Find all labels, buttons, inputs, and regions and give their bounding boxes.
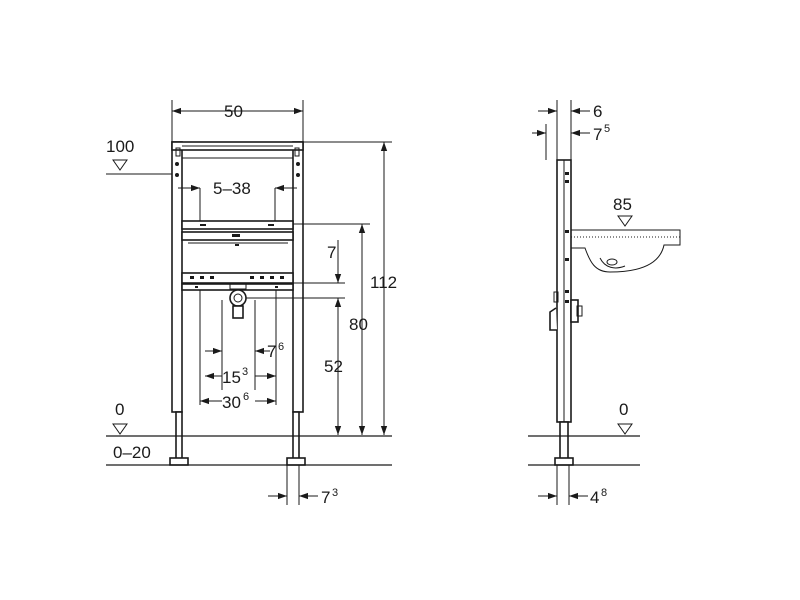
spacing-7-6-label: 7 <box>267 342 276 361</box>
height-52-label: 52 <box>324 357 343 376</box>
width-label: 50 <box>224 102 243 121</box>
level-top-label: 100 <box>106 137 134 156</box>
front-view: 50 100 5–38 112 80 7 52 7 6 15 <box>106 100 397 507</box>
foot-width-sup: 3 <box>332 487 338 499</box>
spacing-7-6-sup: 6 <box>278 341 284 353</box>
depth-7-5-label: 7 <box>593 125 602 144</box>
side-view: 6 7 5 85 0 4 8 <box>528 100 681 507</box>
rail-spacing-label: 5–38 <box>213 179 251 198</box>
spacing-30-6-label: 30 <box>222 393 241 412</box>
foot-depth-sup: 8 <box>601 487 607 499</box>
front-frame <box>169 141 306 466</box>
depth-6-label: 6 <box>593 102 602 121</box>
crossbar-offset-label: 7 <box>327 243 336 262</box>
foot-depth-label: 4 <box>590 488 599 507</box>
spacing-30-6-sup: 6 <box>243 391 249 403</box>
side-floor-level-label: 0 <box>619 400 628 419</box>
basin-level-label: 85 <box>613 195 632 214</box>
spacing-15-3-label: 15 <box>222 368 241 387</box>
foot-adjust-label: 0–20 <box>113 443 151 462</box>
height-80-label: 80 <box>349 315 368 334</box>
floor-level-label: 0 <box>115 400 124 419</box>
spacing-15-3-sup: 3 <box>242 366 248 378</box>
depth-7-5-sup: 5 <box>604 123 610 135</box>
foot-width-label: 7 <box>321 488 330 507</box>
height-112-label: 112 <box>370 273 397 292</box>
side-frame <box>549 159 681 466</box>
